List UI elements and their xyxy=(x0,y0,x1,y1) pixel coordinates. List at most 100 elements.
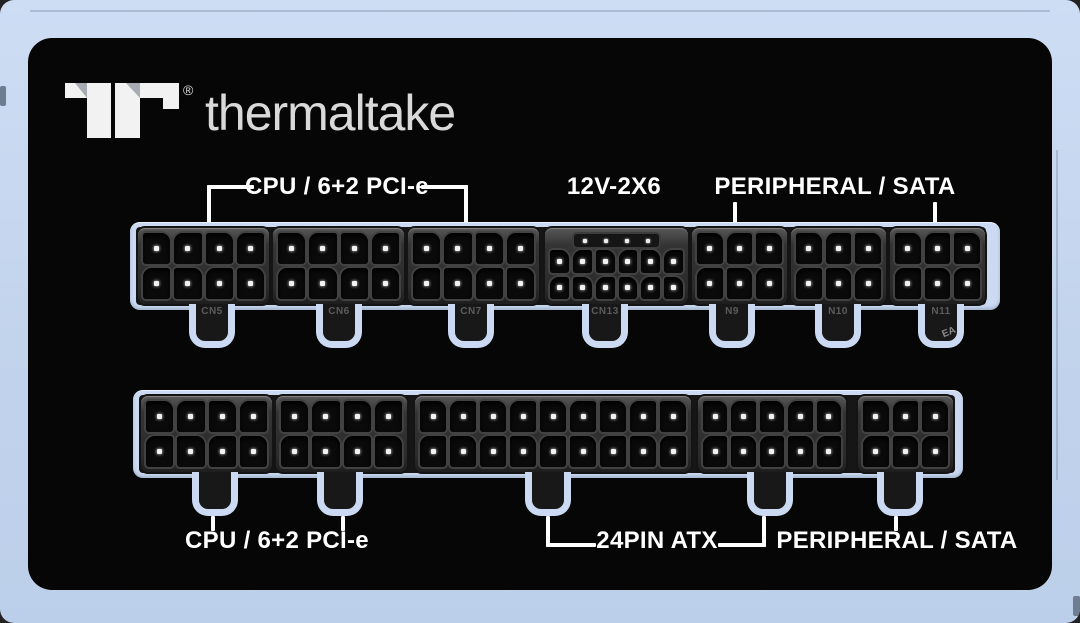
pin-hole xyxy=(506,233,534,264)
pin-hole xyxy=(480,401,506,432)
pin-hole xyxy=(413,233,441,264)
pin xyxy=(932,414,938,419)
label-bottom-24pin-atx: 24PIN ATX xyxy=(596,527,718,554)
pin-hole xyxy=(816,401,841,432)
pin xyxy=(670,414,676,419)
pin xyxy=(826,414,832,419)
pin xyxy=(769,449,775,454)
pin xyxy=(580,414,586,419)
pin xyxy=(490,414,496,419)
pin-hole xyxy=(239,436,267,467)
pin xyxy=(905,281,911,286)
connector-atx10 xyxy=(698,396,846,472)
pin-hole xyxy=(825,268,852,299)
pin xyxy=(648,258,654,264)
pin-hole xyxy=(278,233,306,264)
pin xyxy=(354,449,360,454)
pin-hole xyxy=(855,268,881,299)
pin-grid xyxy=(796,233,881,299)
pin-hole xyxy=(572,250,592,273)
pin-hole xyxy=(450,436,476,467)
pin xyxy=(154,281,160,286)
connector-cn9 xyxy=(692,228,787,304)
pin xyxy=(351,281,357,286)
sense-pin-row xyxy=(573,234,660,247)
thermaltake-logo: ® thermaltake xyxy=(63,80,623,150)
pin-hole xyxy=(205,233,233,264)
pin-hole xyxy=(480,436,506,467)
pin-hole xyxy=(630,401,656,432)
pin-hole xyxy=(281,401,309,432)
pin-grid xyxy=(413,233,534,299)
pin xyxy=(486,281,492,286)
pin-grid xyxy=(143,233,264,299)
pin-hole xyxy=(475,268,503,299)
pin xyxy=(520,414,526,419)
label-top-cpu-pcie: CPU / 6+2 PCI-e xyxy=(245,173,429,200)
pin xyxy=(216,281,222,286)
pin-hole xyxy=(236,268,264,299)
pin xyxy=(490,449,496,454)
pin xyxy=(154,246,160,251)
connector-atx18 xyxy=(415,396,691,472)
pin xyxy=(430,449,436,454)
pin-hole xyxy=(550,250,569,273)
pin-hole xyxy=(208,436,236,467)
connector-tab-cn5: CN5 xyxy=(189,304,235,348)
pin-hole xyxy=(281,436,309,467)
pin xyxy=(905,246,911,251)
pin-grid xyxy=(895,233,980,299)
pin-hole xyxy=(863,401,889,432)
pin xyxy=(556,285,562,291)
pin xyxy=(797,449,803,454)
pin-hole xyxy=(475,233,503,264)
pin xyxy=(670,449,676,454)
pin xyxy=(385,449,391,454)
pin-grid xyxy=(146,401,267,467)
pin xyxy=(712,414,718,419)
bracket-line xyxy=(421,185,468,189)
pin-hole xyxy=(540,401,566,432)
pin-hole xyxy=(146,436,174,467)
pin xyxy=(216,246,222,251)
frame-bottom-right-notch xyxy=(1073,596,1080,616)
frame-top-seam xyxy=(30,10,1050,12)
pin xyxy=(671,258,677,264)
pin-hole xyxy=(444,268,472,299)
connector-b1 xyxy=(141,396,272,472)
tt-logo-icon xyxy=(65,83,179,138)
pin-hole xyxy=(312,436,340,467)
bracket-line xyxy=(546,516,550,547)
connector-tab-cn13: CN13 xyxy=(582,304,628,348)
pin xyxy=(625,285,631,291)
pin xyxy=(741,449,747,454)
pin-hole xyxy=(550,276,569,299)
pin xyxy=(323,414,329,419)
pin xyxy=(934,246,940,251)
pin-hole xyxy=(572,276,592,299)
leader-line xyxy=(933,202,937,223)
connector-b2 xyxy=(276,396,407,472)
pin-hole xyxy=(796,233,822,264)
sense-pin xyxy=(582,238,587,243)
pin xyxy=(934,281,940,286)
pin xyxy=(741,414,747,419)
connector-b5 xyxy=(858,396,953,472)
bracket-line xyxy=(464,185,468,223)
label-bottom-cpu-pcie: CPU / 6+2 PCI-e xyxy=(185,527,369,554)
frame-right-seam xyxy=(1056,150,1058,480)
pin-hole xyxy=(595,276,615,299)
connector-tab-b5 xyxy=(877,472,923,516)
bracket-line xyxy=(207,185,254,189)
pin-hole xyxy=(540,436,566,467)
pin-hole xyxy=(825,233,852,264)
pin xyxy=(320,246,326,251)
pin-hole xyxy=(374,401,402,432)
connector-tab-text: CN6 xyxy=(328,306,350,317)
pin-hole xyxy=(855,233,881,264)
pin-hole xyxy=(756,233,782,264)
pin-hole xyxy=(759,436,785,467)
pin xyxy=(157,414,163,419)
pin xyxy=(157,449,163,454)
pin xyxy=(247,281,253,286)
